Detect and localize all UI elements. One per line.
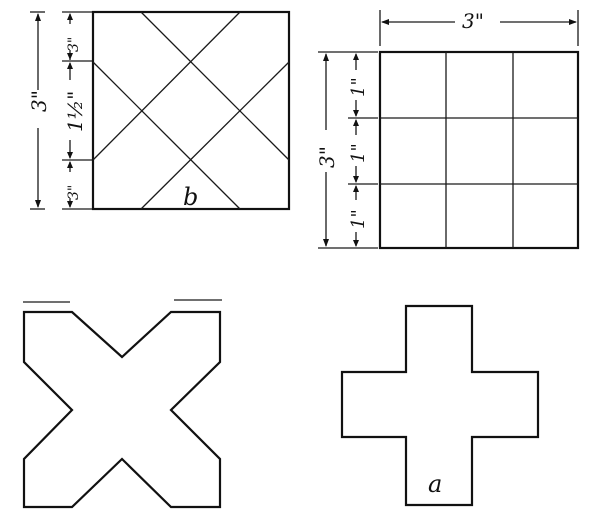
- figure-grid-left-dimensions: 3" 1" 1" 1": [315, 51, 378, 249]
- figure-x-shape: [22, 299, 222, 509]
- figure-grid-row-dim-2: 1": [348, 143, 369, 163]
- figure-grid-row-dim-1: 1": [348, 77, 369, 97]
- figure-b-dimensions: 3" 3" 1½" 3": [27, 11, 92, 210]
- figure-b-mid-dim: 1½": [63, 91, 87, 132]
- figure-grid-left-dim: 3": [315, 146, 339, 168]
- figure-grid-square: [378, 50, 580, 250]
- figure-plus-shape: a: [340, 304, 540, 507]
- figure-b-bottom-dim: 3": [66, 185, 82, 200]
- figure-b-top-dim: 3": [66, 37, 82, 52]
- figure-b-label: b: [183, 183, 198, 211]
- figure-b-overall-dim: 3": [27, 90, 51, 112]
- figure-grid-top-dim: 3": [462, 9, 484, 33]
- figure-a-label: a: [428, 470, 442, 498]
- figure-grid-top-dimension: 3": [379, 9, 579, 46]
- figure-grid-row-dim-3: 1": [348, 209, 369, 229]
- figure-b-square: b: [91, 10, 291, 211]
